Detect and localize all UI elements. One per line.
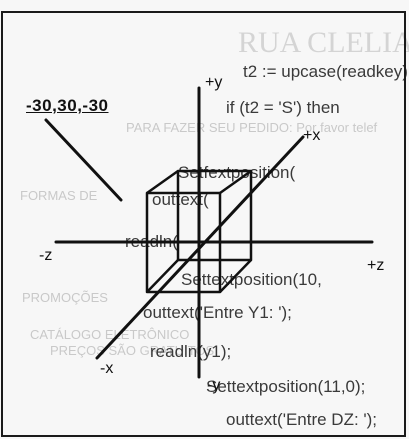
- background-line: outtext(: [152, 190, 209, 209]
- background-line: PREÇOS SÃO GRATUITOS: [50, 343, 215, 358]
- minus-x-label: -x: [100, 360, 114, 377]
- background-line: if (t2 = 'S') then: [226, 98, 340, 117]
- cube-edge: [219, 169, 252, 195]
- background-line: Settextposition(11,0);: [206, 377, 366, 396]
- figure-border: [1, 11, 406, 437]
- plus-x-label: +x: [303, 127, 321, 144]
- minus-y-label: -y: [207, 377, 221, 394]
- cube-front-face: [145, 191, 222, 294]
- background-line: PROMOÇÕES: [22, 290, 108, 305]
- plus-z-label: +z: [367, 257, 385, 274]
- corner-coordinate-label: -30,30,-30: [26, 96, 109, 115]
- background-line: PARA FAZER SEU PEDIDO: Por favor telef: [126, 120, 378, 135]
- background-header: RUA CLELIA: [238, 26, 409, 59]
- cube-edge: [146, 169, 179, 195]
- background-line: outtext('Entre Y1: ');: [143, 303, 292, 322]
- background-line: readln(y1);: [150, 342, 232, 361]
- background-line: t2 := upcase(readkey);: [243, 62, 409, 81]
- minus-z-label: -z: [39, 247, 53, 264]
- plus-y-label: +y: [205, 74, 223, 91]
- corner-leader-line: [44, 118, 123, 202]
- background-line: FORMAS DE: [20, 188, 98, 203]
- x-axis-line: [95, 135, 305, 360]
- cube: [145, 169, 253, 294]
- cube-edge: [146, 259, 179, 293]
- background-line: outtext('Entre DZ: ');: [226, 410, 378, 429]
- cube-back-face: [176, 169, 253, 262]
- background-line: CATÁLOGO ELETRÔNICO: [30, 327, 190, 342]
- cube-edge: [219, 259, 252, 293]
- background-line: Settextposition(10,: [181, 270, 322, 289]
